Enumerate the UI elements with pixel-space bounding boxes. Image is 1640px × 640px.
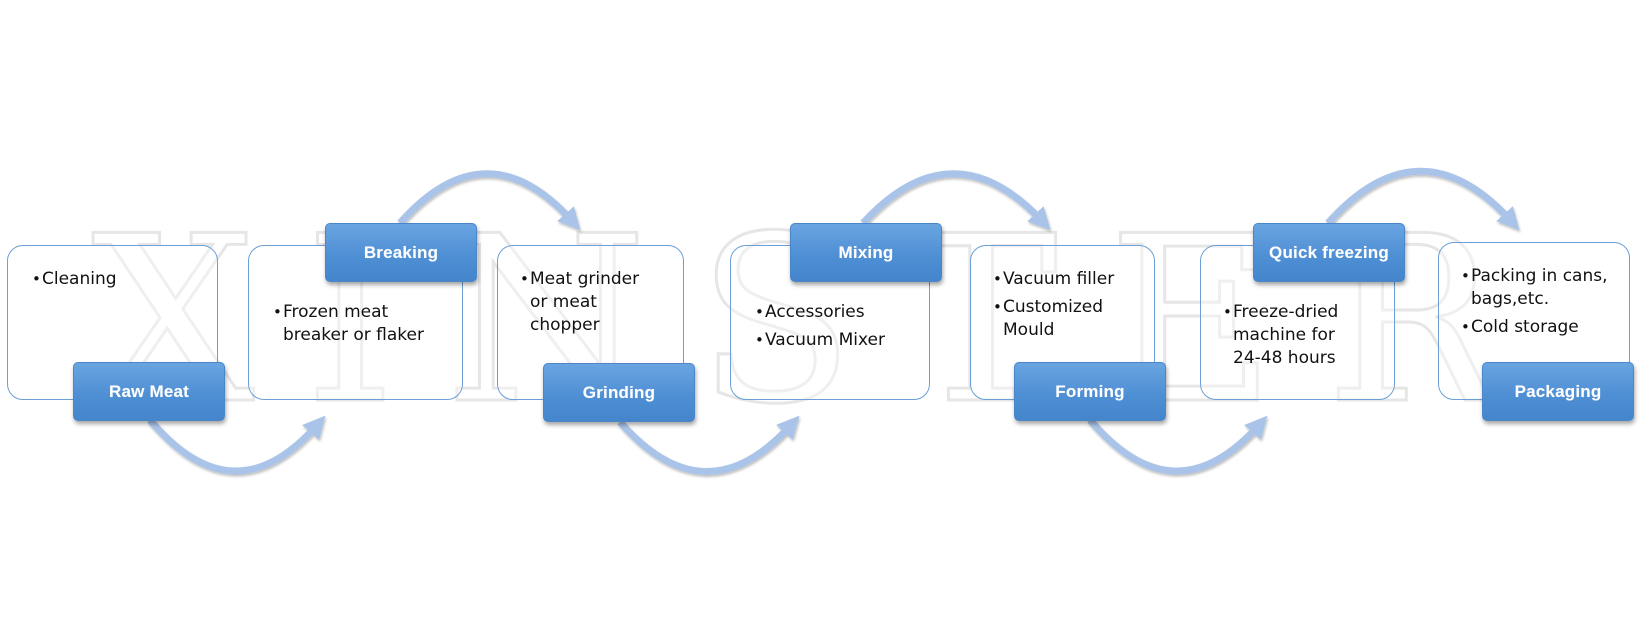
connector-arrow-bottom [1087, 415, 1268, 475]
step-item: Customized Mould [993, 296, 1143, 342]
step-label-breaking: Breaking [325, 223, 477, 282]
step-item: Vacuum Mixer [755, 329, 925, 352]
connector-arrow-top [1325, 167, 1520, 231]
connector-arrow-top [397, 170, 581, 231]
step-item: Freeze-dried machine for 24-48 hours [1223, 301, 1353, 370]
step-item: Cold storage [1461, 316, 1621, 339]
step-label-quick-freezing: Quick freezing [1253, 223, 1405, 282]
step-label-grinding: Grinding [543, 363, 695, 422]
step-label-packaging: Packaging [1482, 362, 1634, 421]
connector-arrow-top [860, 170, 1051, 231]
step-box-mixing: Accessories Vacuum Mixer [730, 245, 930, 400]
step-items: Meat grinder or meat chopper [520, 268, 655, 342]
step-label-raw-meat: Raw Meat [73, 362, 225, 421]
step-item: Accessories [755, 301, 925, 324]
step-items: Accessories Vacuum Mixer [755, 301, 925, 357]
step-item: Packing in cans, bags,etc. [1461, 265, 1621, 311]
step-label-mixing: Mixing [790, 223, 942, 282]
connector-arrow-bottom [617, 415, 800, 475]
step-item: Vacuum filler [993, 268, 1143, 291]
step-item: Cleaning [32, 268, 212, 291]
step-items: Cleaning [32, 268, 212, 296]
step-items: Frozen meat breaker or flaker [273, 301, 453, 352]
step-label-forming: Forming [1014, 362, 1166, 421]
step-item: Meat grinder or meat chopper [520, 268, 655, 337]
step-item: Frozen meat breaker or flaker [273, 301, 453, 347]
step-items: Freeze-dried machine for 24-48 hours [1223, 301, 1353, 375]
step-items: Vacuum filler Customized Mould [993, 268, 1143, 347]
step-items: Packing in cans, bags,etc. Cold storage [1461, 265, 1621, 344]
connector-arrow-bottom [147, 415, 326, 475]
